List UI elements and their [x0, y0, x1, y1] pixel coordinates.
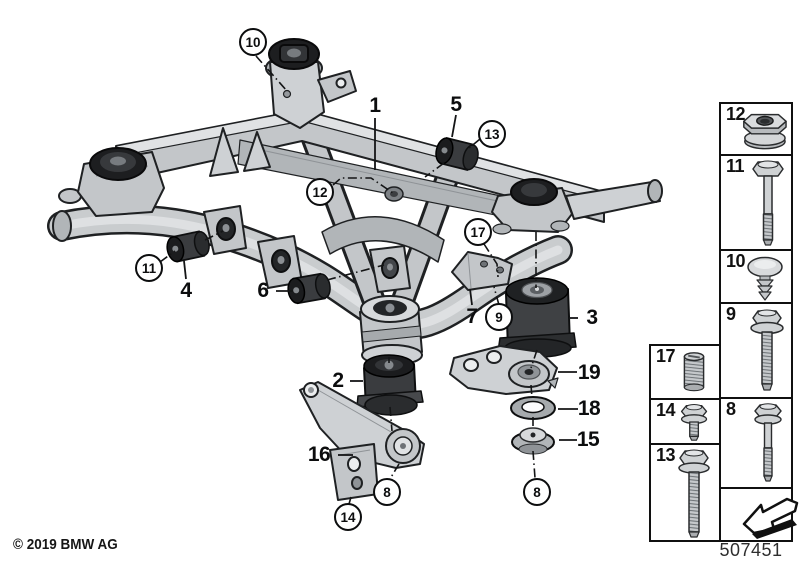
legend-cell-8[interactable]: 8 — [719, 397, 793, 489]
leader-lines — [159, 55, 538, 505]
callout-16[interactable]: 16 — [307, 443, 331, 466]
callout-1[interactable]: 1 — [369, 94, 381, 117]
bushing-4 — [166, 230, 210, 263]
threaded-stud-icon — [670, 347, 718, 397]
legend-number: 17 — [656, 346, 676, 366]
callout-9[interactable]: 9 — [485, 303, 513, 331]
bracket-arm-16 — [299, 381, 425, 501]
legend-cell-17[interactable]: 17 — [649, 344, 721, 400]
callout-19[interactable]: 19 — [577, 361, 601, 384]
full-thread-bolt-icon — [672, 446, 718, 540]
legend-cell-9[interactable]: 9 — [719, 302, 793, 399]
callout-8[interactable]: 8 — [523, 478, 551, 506]
legend-number: 8 — [726, 399, 736, 419]
callout-8[interactable]: 8 — [373, 478, 401, 506]
callout-6[interactable]: 6 — [257, 279, 269, 302]
legend-cell-13[interactable]: 13 — [649, 443, 721, 542]
callout-11[interactable]: 11 — [135, 254, 163, 282]
rear-crossmember-beam — [115, 109, 663, 229]
bushing-ears — [203, 205, 411, 293]
travel-direction-arrow-icon — [739, 491, 799, 539]
bracket-7 — [451, 251, 513, 291]
legend-cell-arrow — [719, 487, 799, 542]
callout-14[interactable]: 14 — [334, 503, 362, 531]
right-mount-tower — [491, 178, 573, 235]
short-bolt-icon — [672, 401, 718, 443]
callout-10[interactable]: 10 — [239, 28, 267, 56]
rubber-mount-3 — [497, 277, 577, 358]
document-number: 507451 — [719, 540, 783, 560]
callout-12[interactable]: 12 — [306, 178, 334, 206]
callout-7[interactable]: 7 — [466, 305, 478, 328]
callout-4[interactable]: 4 — [180, 279, 192, 302]
partial-thread-bolt-icon — [746, 400, 790, 486]
callout-18[interactable]: 18 — [577, 397, 601, 420]
legend-left-column: 17 14 — [649, 344, 721, 542]
bushing-5 — [435, 137, 479, 171]
copyright-text: © 2019 BMW AG — [13, 536, 118, 553]
legend-number: 14 — [656, 400, 676, 420]
washer-bolt-icon — [744, 305, 790, 397]
rear-mount-tower — [359, 295, 423, 366]
mount-stack-19-18-15 — [449, 345, 559, 455]
legend-number: 10 — [726, 251, 746, 271]
legend-number: 9 — [726, 304, 736, 324]
legend-number: 12 — [726, 104, 746, 124]
legend-number: 13 — [656, 445, 676, 465]
legend-cell-10[interactable]: 10 — [719, 249, 793, 304]
callout-13[interactable]: 13 — [478, 120, 506, 148]
pointer-lines — [183, 114, 578, 456]
legend-cell-12[interactable]: 12 — [719, 102, 793, 156]
callout-15[interactable]: 15 — [576, 428, 600, 451]
front-mount-tower — [265, 38, 357, 129]
callout-3[interactable]: 3 — [586, 306, 598, 329]
expanding-rivet-icon — [740, 252, 790, 302]
callout-17[interactable]: 17 — [464, 218, 492, 246]
callout-2[interactable]: 2 — [332, 369, 344, 392]
hex-bolt-long-icon — [746, 157, 790, 249]
rubber-mount-2 — [356, 354, 424, 416]
legend-cell-14[interactable]: 14 — [649, 398, 721, 445]
legend-right-column: 12 11 — [719, 102, 799, 542]
legend-number: 11 — [726, 156, 745, 176]
left-mount-tower — [58, 127, 271, 217]
bushing-6 — [287, 272, 331, 305]
callout-5[interactable]: 5 — [450, 93, 462, 116]
legend-cell-11[interactable]: 11 — [719, 154, 793, 251]
flange-nut-icon — [736, 105, 790, 153]
